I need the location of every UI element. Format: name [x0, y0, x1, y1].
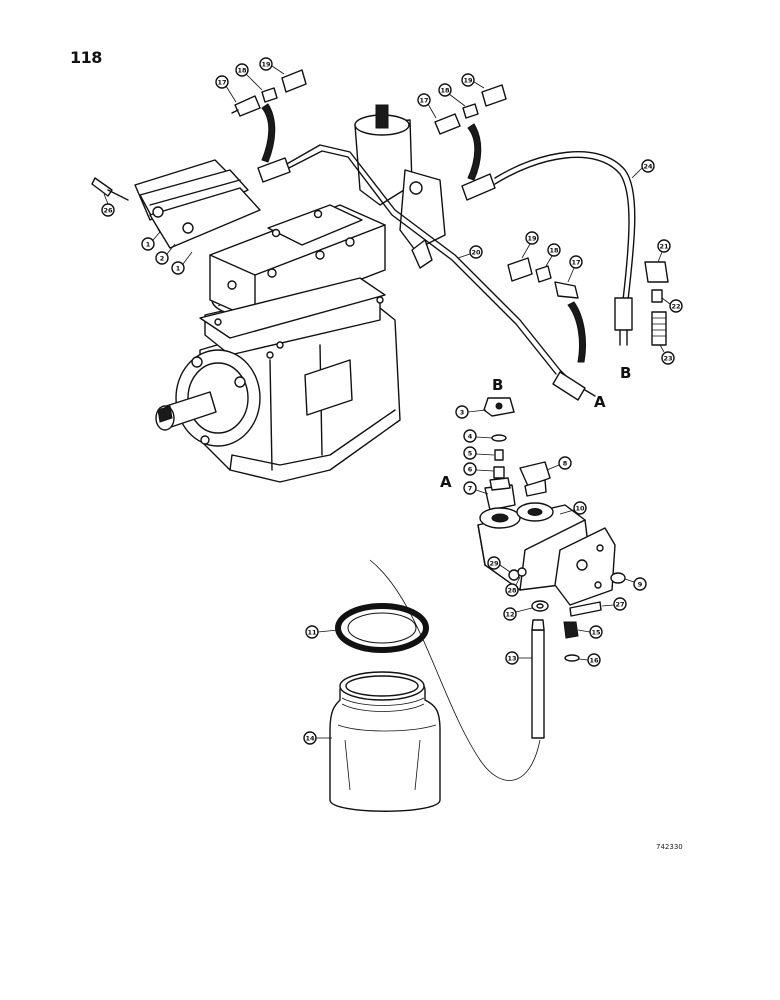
tube-fittings — [257, 157, 633, 401]
callout-1: 1 — [146, 241, 151, 249]
callout-1: 1 — [176, 265, 181, 273]
callout-19: 19 — [261, 61, 271, 69]
connector-letter-b-lower: B — [620, 364, 631, 382]
callout-4: 4 — [468, 433, 473, 441]
callout-29: 29 — [489, 560, 499, 568]
callout-18: 18 — [440, 87, 450, 95]
callout-22: 22 — [671, 303, 680, 311]
callout-23: 23 — [663, 355, 672, 363]
callout-10: 10 — [575, 505, 585, 513]
separator-assembly — [477, 397, 626, 739]
callout-2: 2 — [160, 255, 165, 263]
jar-gasket — [335, 603, 429, 653]
callout-15: 15 — [591, 629, 601, 637]
callout-13: 13 — [507, 655, 516, 663]
callout-9: 9 — [638, 581, 643, 589]
callout-11: 11 — [307, 629, 317, 637]
fitting-group-upper-right — [434, 84, 507, 135]
callout-14: 14 — [305, 735, 315, 743]
page-number: 118 — [70, 48, 102, 67]
callout-18: 18 — [549, 247, 559, 255]
figure-reference-code: 742330 — [656, 843, 683, 851]
callout-3: 3 — [460, 409, 465, 417]
callout-6: 6 — [468, 466, 473, 474]
air-lines — [284, 144, 636, 781]
callout-7: 7 — [468, 485, 473, 493]
fitting-group-upper-left — [231, 69, 307, 117]
callout-19: 19 — [463, 77, 473, 85]
connector-letter-a-upper: A — [594, 393, 606, 411]
callout-27: 27 — [615, 601, 624, 609]
connector-letter-a-lower: A — [440, 473, 452, 491]
callout-17: 17 — [217, 79, 226, 87]
callout-28: 28 — [507, 587, 517, 595]
callout-17: 17 — [571, 259, 580, 267]
callout-18: 18 — [237, 67, 247, 75]
callout-19: 19 — [527, 235, 537, 243]
glass-jar — [329, 671, 441, 812]
callout-5: 5 — [468, 450, 473, 458]
connector-letter-b-upper: B — [492, 376, 503, 394]
fitting-group-middle — [507, 257, 579, 299]
unloader-cover-assembly — [91, 159, 261, 249]
callout-12: 12 — [505, 611, 514, 619]
callout-20: 20 — [471, 249, 481, 257]
callout-17: 17 — [419, 97, 428, 105]
fitting-group-right — [644, 261, 669, 346]
callout-24: 24 — [643, 163, 653, 171]
callout-16: 16 — [589, 657, 599, 665]
assembly-arrows — [261, 103, 587, 363]
callout-21: 21 — [659, 243, 669, 251]
air-compressor-assembly — [155, 104, 446, 483]
callout-26: 26 — [103, 207, 113, 215]
callouts: 17 18 19 17 18 19 19 18 17 24 21 22 23 2… — [101, 57, 683, 745]
callout-8: 8 — [563, 460, 568, 468]
